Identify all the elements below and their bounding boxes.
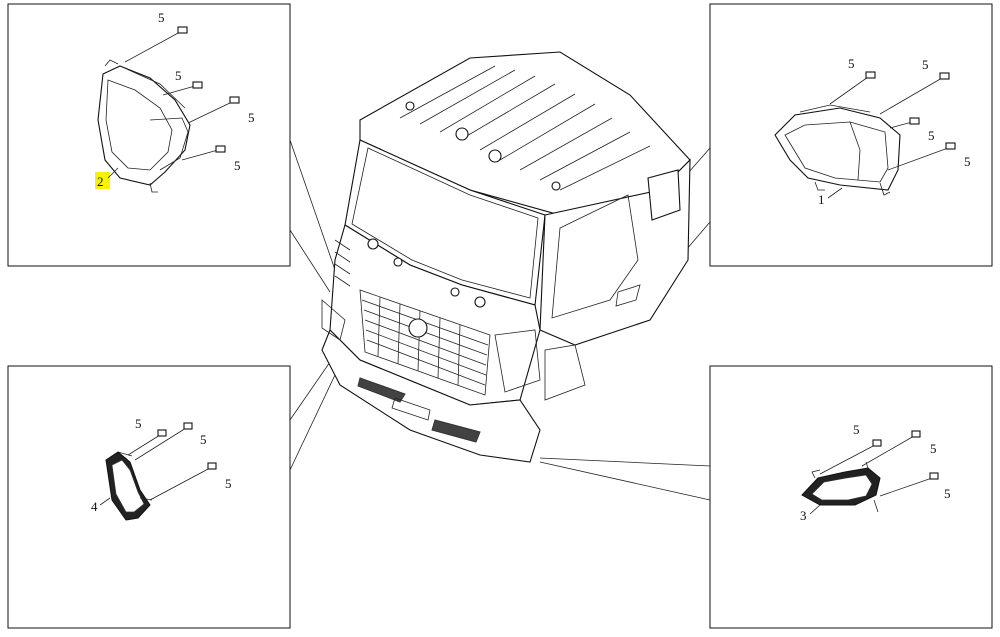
bolts-top-left [124, 26, 240, 161]
bolt-callout: 5 [930, 441, 937, 456]
bolt-callout: 5 [928, 128, 935, 143]
fog-lamp-right-assembly [801, 461, 881, 513]
bolt-callout: 5 [853, 422, 860, 437]
bolt-callout: 5 [200, 432, 207, 447]
bolts-bottom-left [127, 422, 217, 501]
part-4-callout: 4 [91, 499, 98, 514]
bolt-callout: 5 [234, 158, 241, 173]
detail-box-bottom-right [709, 365, 993, 629]
headlamp-left-assembly [97, 59, 191, 193]
bolts-top-right [829, 71, 956, 171]
bolt-callout: 5 [225, 476, 232, 491]
detail-box-top-right [709, 3, 993, 267]
part-3-callout: 3 [800, 508, 807, 523]
truck-cab [321, 51, 691, 463]
bolt-callout: 5 [158, 10, 165, 25]
detail-box-top-left [7, 3, 291, 267]
bolt-callout: 5 [848, 56, 855, 71]
bolt-callout: 5 [135, 416, 142, 431]
bolt-callout: 5 [944, 486, 951, 501]
highlight-marker [95, 172, 110, 189]
fog-lamp-left-assembly [105, 451, 153, 521]
bolt-callout: 5 [964, 154, 971, 169]
brand-emblem [408, 318, 428, 338]
detail-box-bottom-left [7, 365, 291, 629]
bolt-callout: 5 [175, 68, 182, 83]
bolts-bottom-right [819, 430, 939, 497]
headlamp-right-assembly [774, 104, 901, 196]
part-2-callout: 2 [97, 174, 104, 189]
bolt-callout: 5 [922, 57, 929, 72]
bolt-callout: 5 [248, 110, 255, 125]
part-1-callout: 1 [818, 192, 825, 207]
